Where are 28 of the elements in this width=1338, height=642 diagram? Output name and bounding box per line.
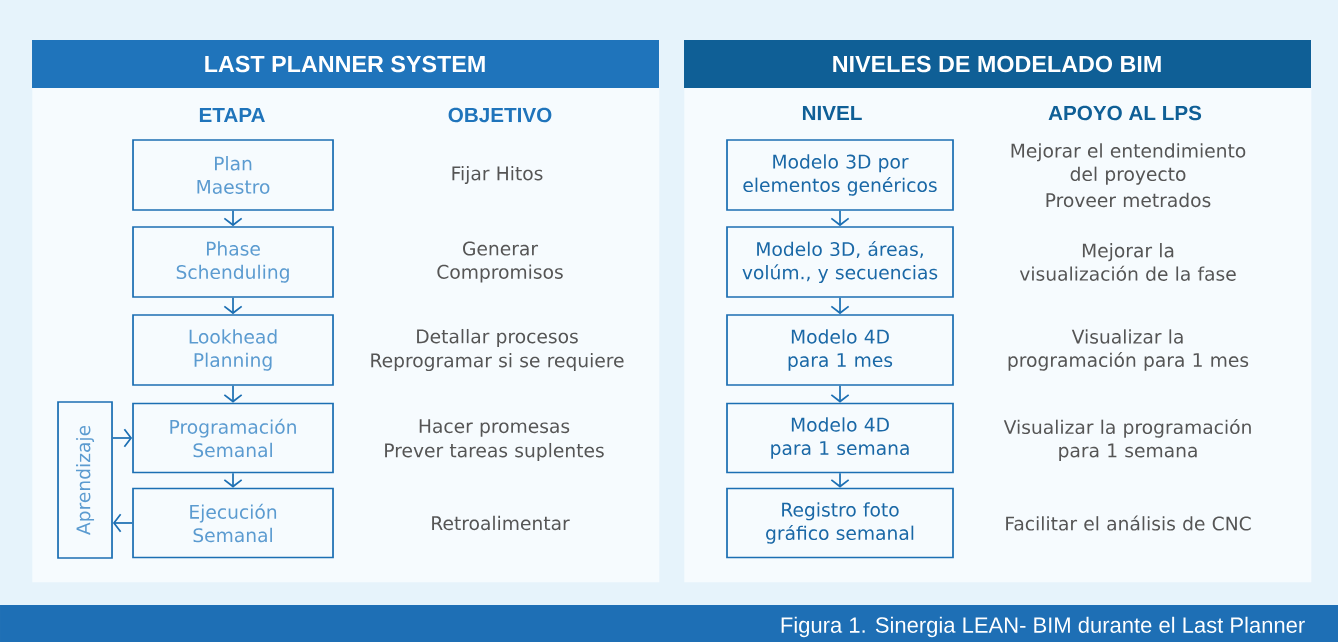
stage-box: Modelo 4D para 1 mes <box>726 314 954 386</box>
stage-box: Modelo 4D para 1 semana <box>726 402 954 474</box>
description-text: Generar Compromisos <box>437 241 563 283</box>
description-text: Reprogramar si se requiere <box>371 352 624 372</box>
description-text: Retroalimentar <box>432 515 570 531</box>
description-text: Detallar procesos <box>417 328 578 348</box>
stage-box: Lookhead Planning <box>132 314 334 386</box>
stage-box: Phase Schenduling <box>132 226 334 298</box>
column-header: NIVEL <box>802 105 862 121</box>
stage-box: Programación Semanal <box>132 402 334 474</box>
stage-box: Registro foto gráfico semanal <box>726 487 954 559</box>
description-text: Visualizar la programación para 1 semana <box>1003 418 1251 462</box>
description-text: Prever tareas suplentes <box>385 442 604 462</box>
description-text: Proveer metrados <box>1046 192 1211 208</box>
description-text: Visualizar la programación para 1 mes <box>1008 329 1249 371</box>
description-text: Mejorar el entendimiento del proyecto <box>1011 143 1246 185</box>
stage-box: Ejecución Semanal <box>132 487 334 559</box>
column-header: OBJETIVO <box>448 107 552 123</box>
description-text: Facilitar el análisis de CNC <box>1006 515 1251 531</box>
column-header: APOYO AL LPS <box>1048 105 1202 121</box>
description-text: Hacer promesas <box>419 419 570 437</box>
caption: Figura 1. Sinergia LEAN- BIM durante el Last Planner <box>781 616 1305 638</box>
stage-box: Plan Maestro <box>132 139 334 211</box>
description-text: Fijar Hitos <box>452 165 543 185</box>
description-text: Mejorar la visualización de la fase <box>1019 243 1236 281</box>
stage-box: Modelo 3D por elementos genéricos <box>726 139 954 211</box>
stage-box: Modelo 3D, áreas, volúm., y secuencias <box>726 226 954 298</box>
side-box: Aprendizaje <box>57 401 113 559</box>
